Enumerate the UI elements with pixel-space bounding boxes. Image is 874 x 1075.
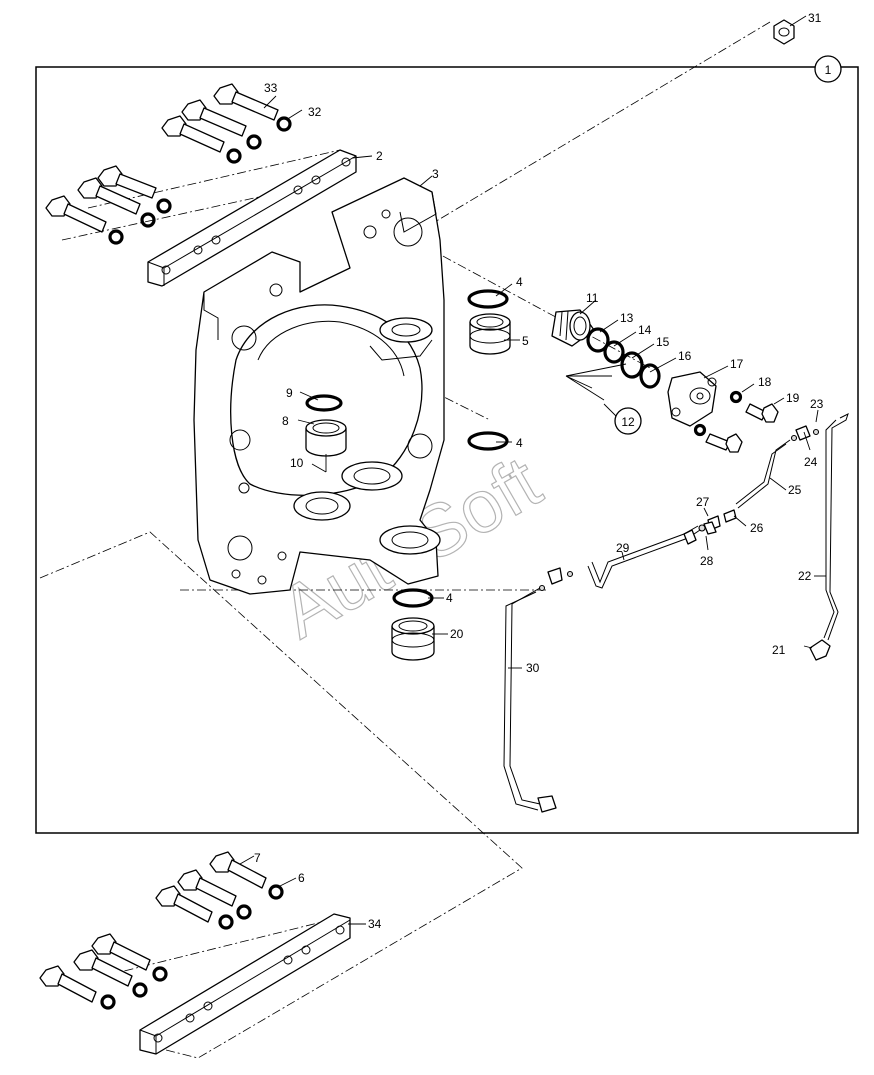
bolt-icon: [77, 177, 141, 215]
left-bolts: [45, 165, 172, 245]
label-27: 27: [696, 495, 710, 509]
label-18: 18: [758, 375, 772, 389]
label-23: 23: [810, 397, 824, 411]
ring-4-middle: [467, 431, 509, 451]
lower-plate-34: [139, 913, 351, 1055]
label-8: 8: [282, 414, 289, 428]
subassembly-callout-12[interactable]: 12: [614, 407, 642, 435]
label-34: 34: [368, 917, 382, 931]
label-22: 22: [798, 569, 812, 583]
label-28: 28: [700, 554, 714, 568]
upper-bolts: [161, 83, 292, 164]
label-10: 10: [290, 456, 304, 470]
label-4-lower: 4: [446, 591, 453, 605]
label-5: 5: [522, 334, 529, 348]
bushing-5: [469, 313, 511, 355]
bolt-19: [745, 403, 779, 423]
bolt-icon: [177, 869, 237, 907]
leader-lines: [239, 15, 826, 925]
label-14: 14: [638, 323, 652, 337]
mount-plate: [147, 149, 357, 287]
label-29: 29: [616, 541, 630, 555]
label-11: 11: [586, 291, 599, 305]
label-17: 17: [730, 357, 744, 371]
label-15: 15: [656, 335, 670, 349]
bolt-icon: [73, 949, 133, 987]
bolt-icon: [155, 885, 213, 923]
hydraulic-lines: [503, 413, 849, 813]
cap-17: [667, 371, 717, 427]
ring-9: [305, 394, 343, 412]
label-7: 7: [254, 851, 261, 865]
label-19: 19: [786, 391, 800, 405]
ring-13: [586, 327, 610, 353]
label-16: 16: [678, 349, 692, 363]
ring-16: [639, 363, 661, 389]
group-callout-1[interactable]: 1: [814, 55, 842, 83]
bolt-icon: [161, 115, 225, 153]
part-labels: 33 32 2 3 4 5 4 9 8 10 4 20 11 13 14 15 …: [254, 11, 824, 931]
label-32: 32: [308, 105, 322, 119]
pin-11: [551, 309, 595, 347]
nut-31: [773, 19, 795, 45]
subassembly-callout-label: 12: [621, 415, 635, 429]
label-4-middle: 4: [516, 436, 523, 450]
label-26: 26: [750, 521, 764, 535]
assembly-frame: [35, 66, 859, 834]
ring-15: [620, 351, 644, 379]
bolt-icon: [91, 933, 151, 971]
label-33: 33: [264, 81, 278, 95]
bushing-20: [391, 617, 435, 661]
label-25: 25: [788, 483, 802, 497]
washer-18: [729, 390, 743, 404]
label-13: 13: [620, 311, 634, 325]
bushing-8: [305, 419, 347, 457]
bolt-icon: [213, 83, 279, 121]
bolt-icon: [45, 195, 107, 233]
label-24: 24: [804, 455, 818, 469]
bolt-icon: [181, 99, 247, 137]
label-9: 9: [286, 386, 293, 400]
label-2: 2: [376, 149, 383, 163]
bolt-19b: [705, 433, 743, 453]
group-callout-label: 1: [825, 63, 832, 77]
label-6: 6: [298, 871, 305, 885]
ring-4-upper: [467, 289, 509, 309]
ring-14: [603, 340, 625, 364]
label-3: 3: [432, 167, 439, 181]
label-4-upper: 4: [516, 275, 523, 289]
label-21: 21: [772, 643, 786, 657]
washer-19b: [693, 423, 707, 437]
lower-bolts: [39, 851, 284, 1010]
bolt-icon: [209, 851, 267, 889]
label-20: 20: [450, 627, 464, 641]
bolt-icon: [39, 965, 97, 1003]
main-frame: [193, 177, 445, 595]
label-30: 30: [526, 661, 540, 675]
bolt-icon: [97, 165, 157, 199]
label-31: 31: [808, 11, 822, 25]
